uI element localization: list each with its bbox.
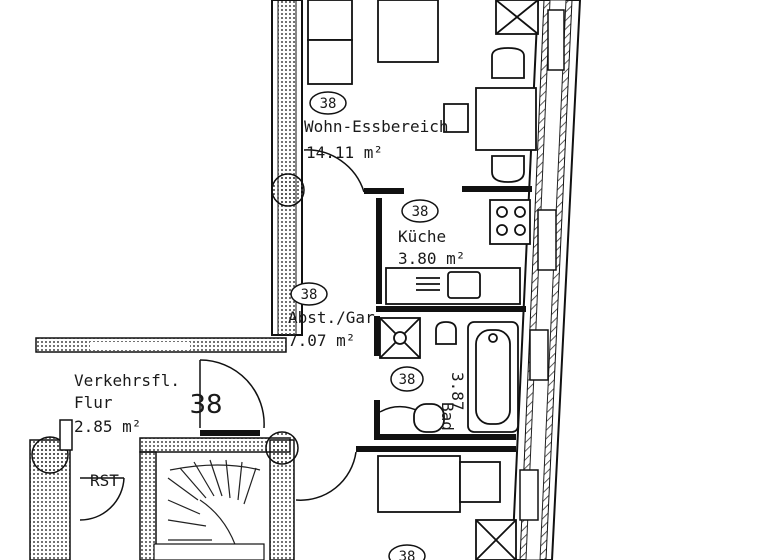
room-kueche: 38 Küche 3.80 m² — [398, 199, 465, 268]
room-abst-gar: 38 Abst./Gar 7.07 m² — [288, 282, 375, 350]
window-frames-right — [519, 9, 565, 521]
wall-left-upper — [271, 0, 305, 336]
room-name-flur-line2: Flur — [74, 393, 113, 412]
inner-walls — [200, 186, 532, 452]
furniture-lower — [377, 455, 517, 560]
room-wohn-essbereich: 38 Wohn-Essbereich 14.11 m² — [304, 91, 449, 162]
room-number-kueche: 38 — [412, 204, 429, 220]
room-name-abst: Abst./Gar — [288, 308, 375, 327]
room-number-flur: 38 — [189, 390, 222, 420]
room-number-abst: 38 — [301, 287, 318, 303]
room-flur: Verkehrsfl. Flur 2.85 m² 38 — [74, 371, 223, 436]
room-name-bad: Bad — [438, 402, 457, 431]
furniture-bath — [379, 317, 519, 433]
room-name-wohn: Wohn-Essbereich — [304, 117, 449, 136]
room-area-bad: 3.87 — [448, 372, 467, 411]
wall-flur-top — [35, 337, 287, 353]
room-rst: RST — [90, 471, 119, 490]
room-name-flur-line1: Verkehrsfl. — [74, 371, 180, 390]
furniture-kitchen — [385, 199, 531, 305]
room-number-bottom: 38 — [399, 549, 416, 560]
door-swings — [79, 149, 421, 521]
room-area-abst: 7.07 m² — [288, 331, 355, 350]
room-area-flur: 2.85 m² — [74, 417, 141, 436]
room-bad: 38 Bad 3.87 — [390, 366, 467, 431]
furniture-wohn — [307, 0, 539, 183]
exterior-wall-right — [510, 0, 582, 560]
room-area-wohn: 14.11 m² — [306, 143, 383, 162]
wall-stair — [139, 431, 299, 560]
room-area-kueche: 3.80 m² — [398, 249, 465, 268]
room-name-kueche: Küche — [398, 227, 446, 246]
room-number-wohn: 38 — [320, 96, 337, 112]
room-bottom: 38 — [388, 544, 426, 560]
room-number-bad: 38 — [399, 372, 416, 388]
room-name-rst: RST — [90, 471, 119, 490]
wall-flur-left — [29, 419, 73, 560]
staircase — [153, 459, 265, 560]
